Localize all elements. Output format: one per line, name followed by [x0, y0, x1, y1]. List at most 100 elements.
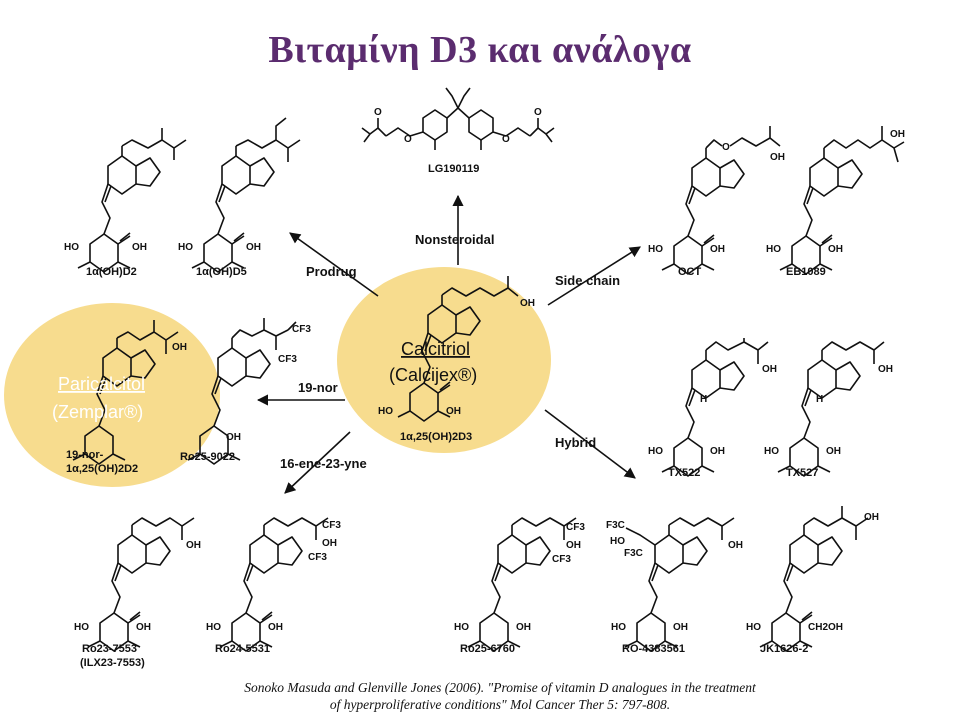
- calcitriol-brand: (Calcijex®): [389, 365, 477, 385]
- label-1a-oh-d5: 1α(OH)D5: [196, 266, 247, 278]
- atom-oh-oct: OH: [710, 244, 725, 255]
- atom-oh-ro259022: OH: [226, 432, 241, 443]
- atom-ho-tx527: HO: [764, 446, 779, 457]
- atom-ho-eb1089: HO: [766, 244, 781, 255]
- atom-oh-tx522-side: OH: [762, 364, 777, 375]
- label-19-nor: 19-nor: [298, 380, 338, 395]
- citation-line-1: Sonoko Masuda and Glenville Jones (2006)…: [244, 680, 756, 695]
- label-jk1626-2: JK1626-2: [760, 643, 808, 655]
- atom-o-left-carbonyl: O: [374, 107, 382, 118]
- atom-oh-ro237553-side: OH: [186, 540, 201, 551]
- calcitriol-name: Calcitriol: [401, 339, 470, 359]
- atom-cf3-ro259022-a: CF3: [292, 324, 311, 335]
- structure-ro-4383561: F3C HO F3C OH HO OH: [606, 517, 743, 652]
- atom-oh-ro245531-side: OH: [322, 538, 337, 549]
- atom-o-left: O: [404, 134, 412, 145]
- atom-oh-d2: OH: [132, 242, 147, 253]
- atom-cf3-ro245531-b: CF3: [308, 552, 327, 563]
- atom-ch2oh-jk16262: CH2OH: [808, 622, 843, 633]
- label-ro23-7553: Ro23-7553: [82, 643, 137, 655]
- structure-tx527: OH H HO OH: [764, 341, 893, 477]
- label-ilx23-7553: (ILX23-7553): [80, 657, 145, 669]
- structure-ro23-7553: OH HO OH: [74, 517, 201, 652]
- atom-oh-ro245531: OH: [268, 622, 283, 633]
- paricalcitol-brand: (Zemplar®): [52, 402, 143, 422]
- label-lg190119: LG190119: [428, 163, 479, 175]
- atom-oh-paricalcitol-side: OH: [172, 342, 187, 353]
- atom-cf3-ro256760-b: CF3: [552, 554, 571, 565]
- atom-oh-ro256760-side: OH: [566, 540, 581, 551]
- atom-cf3-ro259022-b: CF3: [278, 354, 297, 365]
- label-ro25-6760: Ro25-6760: [460, 643, 515, 655]
- arrow-16-ene-23-yne: [284, 431, 351, 494]
- label-tx527: TX527: [786, 467, 818, 479]
- arrow-side-chain: [547, 246, 641, 306]
- atom-ho-ro4383561: HO: [611, 622, 626, 633]
- citation: Sonoko Masuda and Glenville Jones (2006)…: [150, 679, 850, 713]
- atom-ho-d2: HO: [64, 242, 79, 253]
- label-ro24-5531: Ro24-5531: [215, 643, 270, 655]
- structure-oct: O OH HO OH: [648, 126, 785, 275]
- atom-oh-tx527-side: OH: [878, 364, 893, 375]
- atom-oh-d5: OH: [246, 242, 261, 253]
- label-ro25-9022: Ro25-9022: [180, 451, 235, 463]
- atom-h-tx522: H: [700, 394, 707, 405]
- calcitriol-highlight: [337, 267, 551, 453]
- atom-oh-tx527: OH: [826, 446, 841, 457]
- structure-lg190119: O O O O: [361, 87, 555, 150]
- atom-oh-calcitriol: OH: [446, 406, 461, 417]
- label-nonsteroidal: Nonsteroidal: [415, 232, 494, 247]
- structure-paricalcitol: OH: [72, 320, 187, 465]
- atom-f3c-ro4383561-a: F3C: [606, 520, 625, 531]
- structure-jk1626-2: OH HO CH2OH: [746, 506, 879, 652]
- structure-ro25-9022: CF3 CF3 OH: [187, 318, 311, 465]
- page-title: Βιταμίνη D3 και ανάλογα: [268, 29, 692, 71]
- atom-ho-tx522: HO: [648, 446, 663, 457]
- label-calcitriol: 1α,25(OH)2D3: [400, 431, 472, 443]
- structure-calcitriol: OH HO OH: [378, 276, 535, 422]
- arrow-hybrid: [544, 409, 636, 479]
- label-prodrug: Prodrug: [306, 264, 357, 279]
- label-eb1089: EB1089: [786, 266, 826, 278]
- label-paricalcitol-2: 1α,25(OH)2D2: [66, 463, 138, 475]
- atom-o-right: O: [502, 134, 510, 145]
- atom-oh-eb1089: OH: [828, 244, 843, 255]
- structure-1a-oh-d5: HO OH: [178, 117, 301, 273]
- arrow-prodrug: [289, 232, 379, 297]
- atom-ho-ro245531: HO: [206, 622, 221, 633]
- atom-oh-tx522: OH: [710, 446, 725, 457]
- atom-oh-ro237553: OH: [136, 622, 151, 633]
- structure-ro24-5531: CF3 OH CF3 HO OH: [206, 517, 341, 652]
- citation-line-2: of hyperproliferative conditions" Mol Ca…: [329, 697, 671, 712]
- atom-cf3-ro245531-a: CF3: [322, 520, 341, 531]
- atom-oh-oct-side: OH: [770, 152, 785, 163]
- atom-ho-ro4383561-side: HO: [610, 536, 625, 547]
- atom-o-right-carbonyl: O: [534, 107, 542, 118]
- label-1a-oh-d2: 1α(OH)D2: [86, 266, 137, 278]
- label-tx522: TX522: [668, 467, 700, 479]
- atom-ho-calcitriol: HO: [378, 406, 393, 417]
- label-ro-4383561: RO-4383561: [622, 643, 685, 655]
- atom-oh-ro4383561-side: OH: [728, 540, 743, 551]
- atom-h-tx527: H: [816, 394, 823, 405]
- label-16-ene-23-yne: 16-ene-23-yne: [280, 456, 367, 471]
- atom-ho-ro256760: HO: [454, 622, 469, 633]
- atom-ho-ro237553: HO: [74, 622, 89, 633]
- atom-f3c-ro4383561-b: F3C: [624, 548, 643, 559]
- atom-oh-jk16262-side: OH: [864, 512, 879, 523]
- label-hybrid: Hybrid: [555, 435, 596, 450]
- structure-eb1089: OH HO OH: [766, 126, 905, 275]
- atom-oh-ro256760: OH: [516, 622, 531, 633]
- atom-ho-oct: HO: [648, 244, 663, 255]
- atom-oh-ro4383561: OH: [673, 622, 688, 633]
- label-oct: OCT: [678, 266, 702, 278]
- atom-o-oct: O: [722, 142, 730, 153]
- atom-ho-jk16262: HO: [746, 622, 761, 633]
- atom-cf3-ro256760-a: CF3: [566, 522, 585, 533]
- structure-tx522: OH H HO OH: [648, 338, 777, 477]
- label-paricalcitol-1: 19-nor-: [66, 449, 104, 461]
- atom-oh-calcitriol-side: OH: [520, 298, 535, 309]
- atom-ho-d5: HO: [178, 242, 193, 253]
- structure-1a-oh-d2: HO OH: [64, 128, 187, 273]
